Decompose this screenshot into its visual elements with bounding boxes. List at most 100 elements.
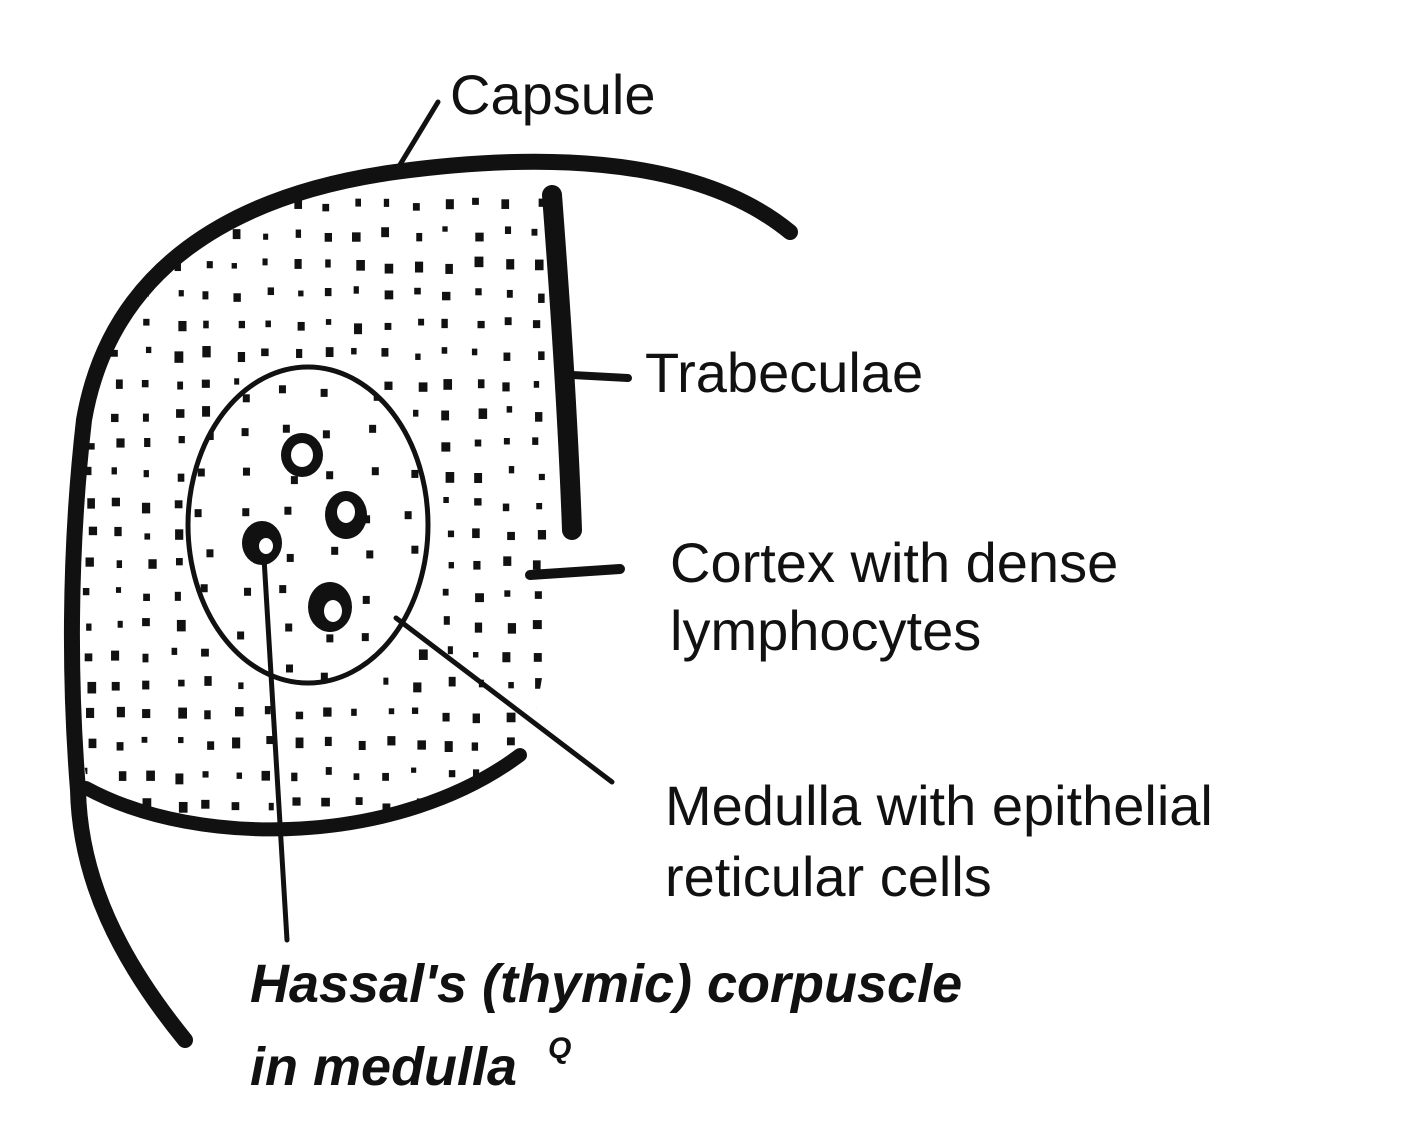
lobule-inner-boundary bbox=[79, 748, 527, 837]
cortex-dot bbox=[538, 473, 545, 481]
cortex-dot bbox=[88, 443, 95, 450]
cortex-dot bbox=[295, 737, 304, 749]
cortex-dot bbox=[442, 588, 449, 596]
cortex-dot bbox=[264, 706, 271, 715]
cortex-dot bbox=[533, 653, 542, 662]
cortex-dot bbox=[534, 591, 542, 599]
cortex-dot bbox=[204, 676, 212, 686]
cortex-dot bbox=[471, 742, 479, 751]
cortex-dot bbox=[477, 320, 485, 329]
cortex-dot bbox=[351, 347, 357, 355]
cortex-dot bbox=[295, 711, 304, 720]
cortex-dot bbox=[142, 680, 150, 690]
cortex-dot bbox=[532, 437, 539, 445]
cortex-dot bbox=[387, 736, 396, 746]
cortex-dot bbox=[474, 439, 482, 447]
cortex-dot bbox=[384, 381, 393, 390]
cortex-dot bbox=[472, 197, 479, 205]
cortex-dot bbox=[502, 503, 510, 512]
medulla-dot bbox=[194, 509, 202, 518]
cortex-dot bbox=[472, 713, 480, 724]
cortex-dot bbox=[475, 232, 484, 242]
cortex-dot bbox=[472, 528, 480, 539]
cortex-dot bbox=[444, 741, 453, 752]
cortex-dot bbox=[502, 652, 511, 663]
cortex-dot bbox=[418, 318, 425, 326]
cortex-dot bbox=[232, 196, 242, 209]
cortex-dot bbox=[448, 562, 454, 569]
cortex-dot bbox=[504, 226, 512, 234]
medulla-dot bbox=[331, 546, 339, 555]
cortex-dot bbox=[507, 801, 516, 812]
cortex-dot bbox=[381, 348, 389, 357]
medulla-dot bbox=[366, 550, 374, 559]
medulla-dot bbox=[244, 587, 252, 596]
cortex-dot bbox=[232, 229, 241, 240]
cortex-dot bbox=[382, 772, 389, 781]
cortex-dot bbox=[202, 771, 209, 778]
cortex-dot bbox=[413, 409, 419, 417]
cortex-dot bbox=[325, 767, 332, 775]
cortex-dot bbox=[504, 317, 512, 326]
cortex-dot bbox=[231, 802, 240, 811]
cortex-dot bbox=[141, 379, 149, 388]
cortex-dot bbox=[532, 620, 542, 630]
cortex-dot bbox=[538, 351, 545, 361]
cortex-dot bbox=[174, 591, 181, 601]
cortex-dot bbox=[381, 227, 390, 238]
cortex-dot bbox=[475, 593, 484, 603]
cortex-dot bbox=[447, 646, 453, 655]
hassal-corpuscle-1 bbox=[281, 433, 323, 477]
cortex-dot bbox=[324, 232, 333, 242]
medulla-dot bbox=[361, 633, 369, 642]
hassal-corpuscle-3 bbox=[242, 521, 282, 565]
cortex-dot bbox=[294, 259, 302, 269]
cortex-dot bbox=[113, 227, 122, 237]
medulla-dot bbox=[242, 467, 250, 476]
cortex-dot bbox=[115, 379, 123, 389]
cortex-dot bbox=[441, 442, 451, 452]
cortex-dot bbox=[502, 382, 510, 392]
cortex-dot bbox=[535, 412, 543, 422]
medulla-dot bbox=[279, 585, 287, 594]
cortex-dot bbox=[382, 803, 391, 813]
cortex-dot bbox=[87, 257, 93, 263]
cortex-dot bbox=[142, 798, 152, 810]
cortex-dot bbox=[176, 619, 186, 632]
cortex-dot bbox=[233, 293, 241, 302]
cortex-dot bbox=[265, 320, 271, 328]
cortex-dot bbox=[88, 738, 97, 749]
medulla-dot bbox=[411, 469, 419, 478]
cortex-dot bbox=[175, 773, 184, 785]
cortex-dot bbox=[442, 226, 448, 232]
cortex-dot bbox=[178, 707, 187, 719]
cortex-dot bbox=[505, 829, 511, 837]
medulla-dot bbox=[369, 424, 377, 433]
cortex-dot bbox=[117, 620, 123, 628]
leader-lines bbox=[261, 99, 632, 943]
cortex-dot bbox=[445, 199, 454, 210]
medulla-leader bbox=[393, 615, 615, 785]
cortex-dot bbox=[86, 623, 92, 631]
cortex-dot bbox=[178, 737, 184, 744]
cortex-dot bbox=[503, 438, 510, 445]
cortex-dot bbox=[84, 200, 91, 207]
cortex-dot bbox=[322, 203, 330, 212]
cortex-dot bbox=[146, 770, 155, 781]
cortex-dot bbox=[114, 526, 122, 537]
medulla-dot bbox=[284, 506, 292, 515]
cortex-dot bbox=[324, 736, 332, 747]
cortex-dot bbox=[148, 832, 153, 837]
cortex-dot bbox=[445, 263, 453, 274]
cortex-dot bbox=[531, 228, 538, 236]
cortex-dot bbox=[142, 709, 151, 719]
cortex-dot bbox=[532, 829, 538, 837]
cortex-dot bbox=[472, 769, 480, 778]
cortex-dot bbox=[443, 496, 449, 503]
cortex-dot bbox=[384, 322, 392, 330]
cortex-dot bbox=[111, 826, 118, 828]
cortex-dot bbox=[238, 320, 246, 329]
cortex-dot bbox=[501, 199, 510, 209]
cortex-dot bbox=[84, 653, 93, 662]
cortex-dot bbox=[295, 229, 302, 238]
